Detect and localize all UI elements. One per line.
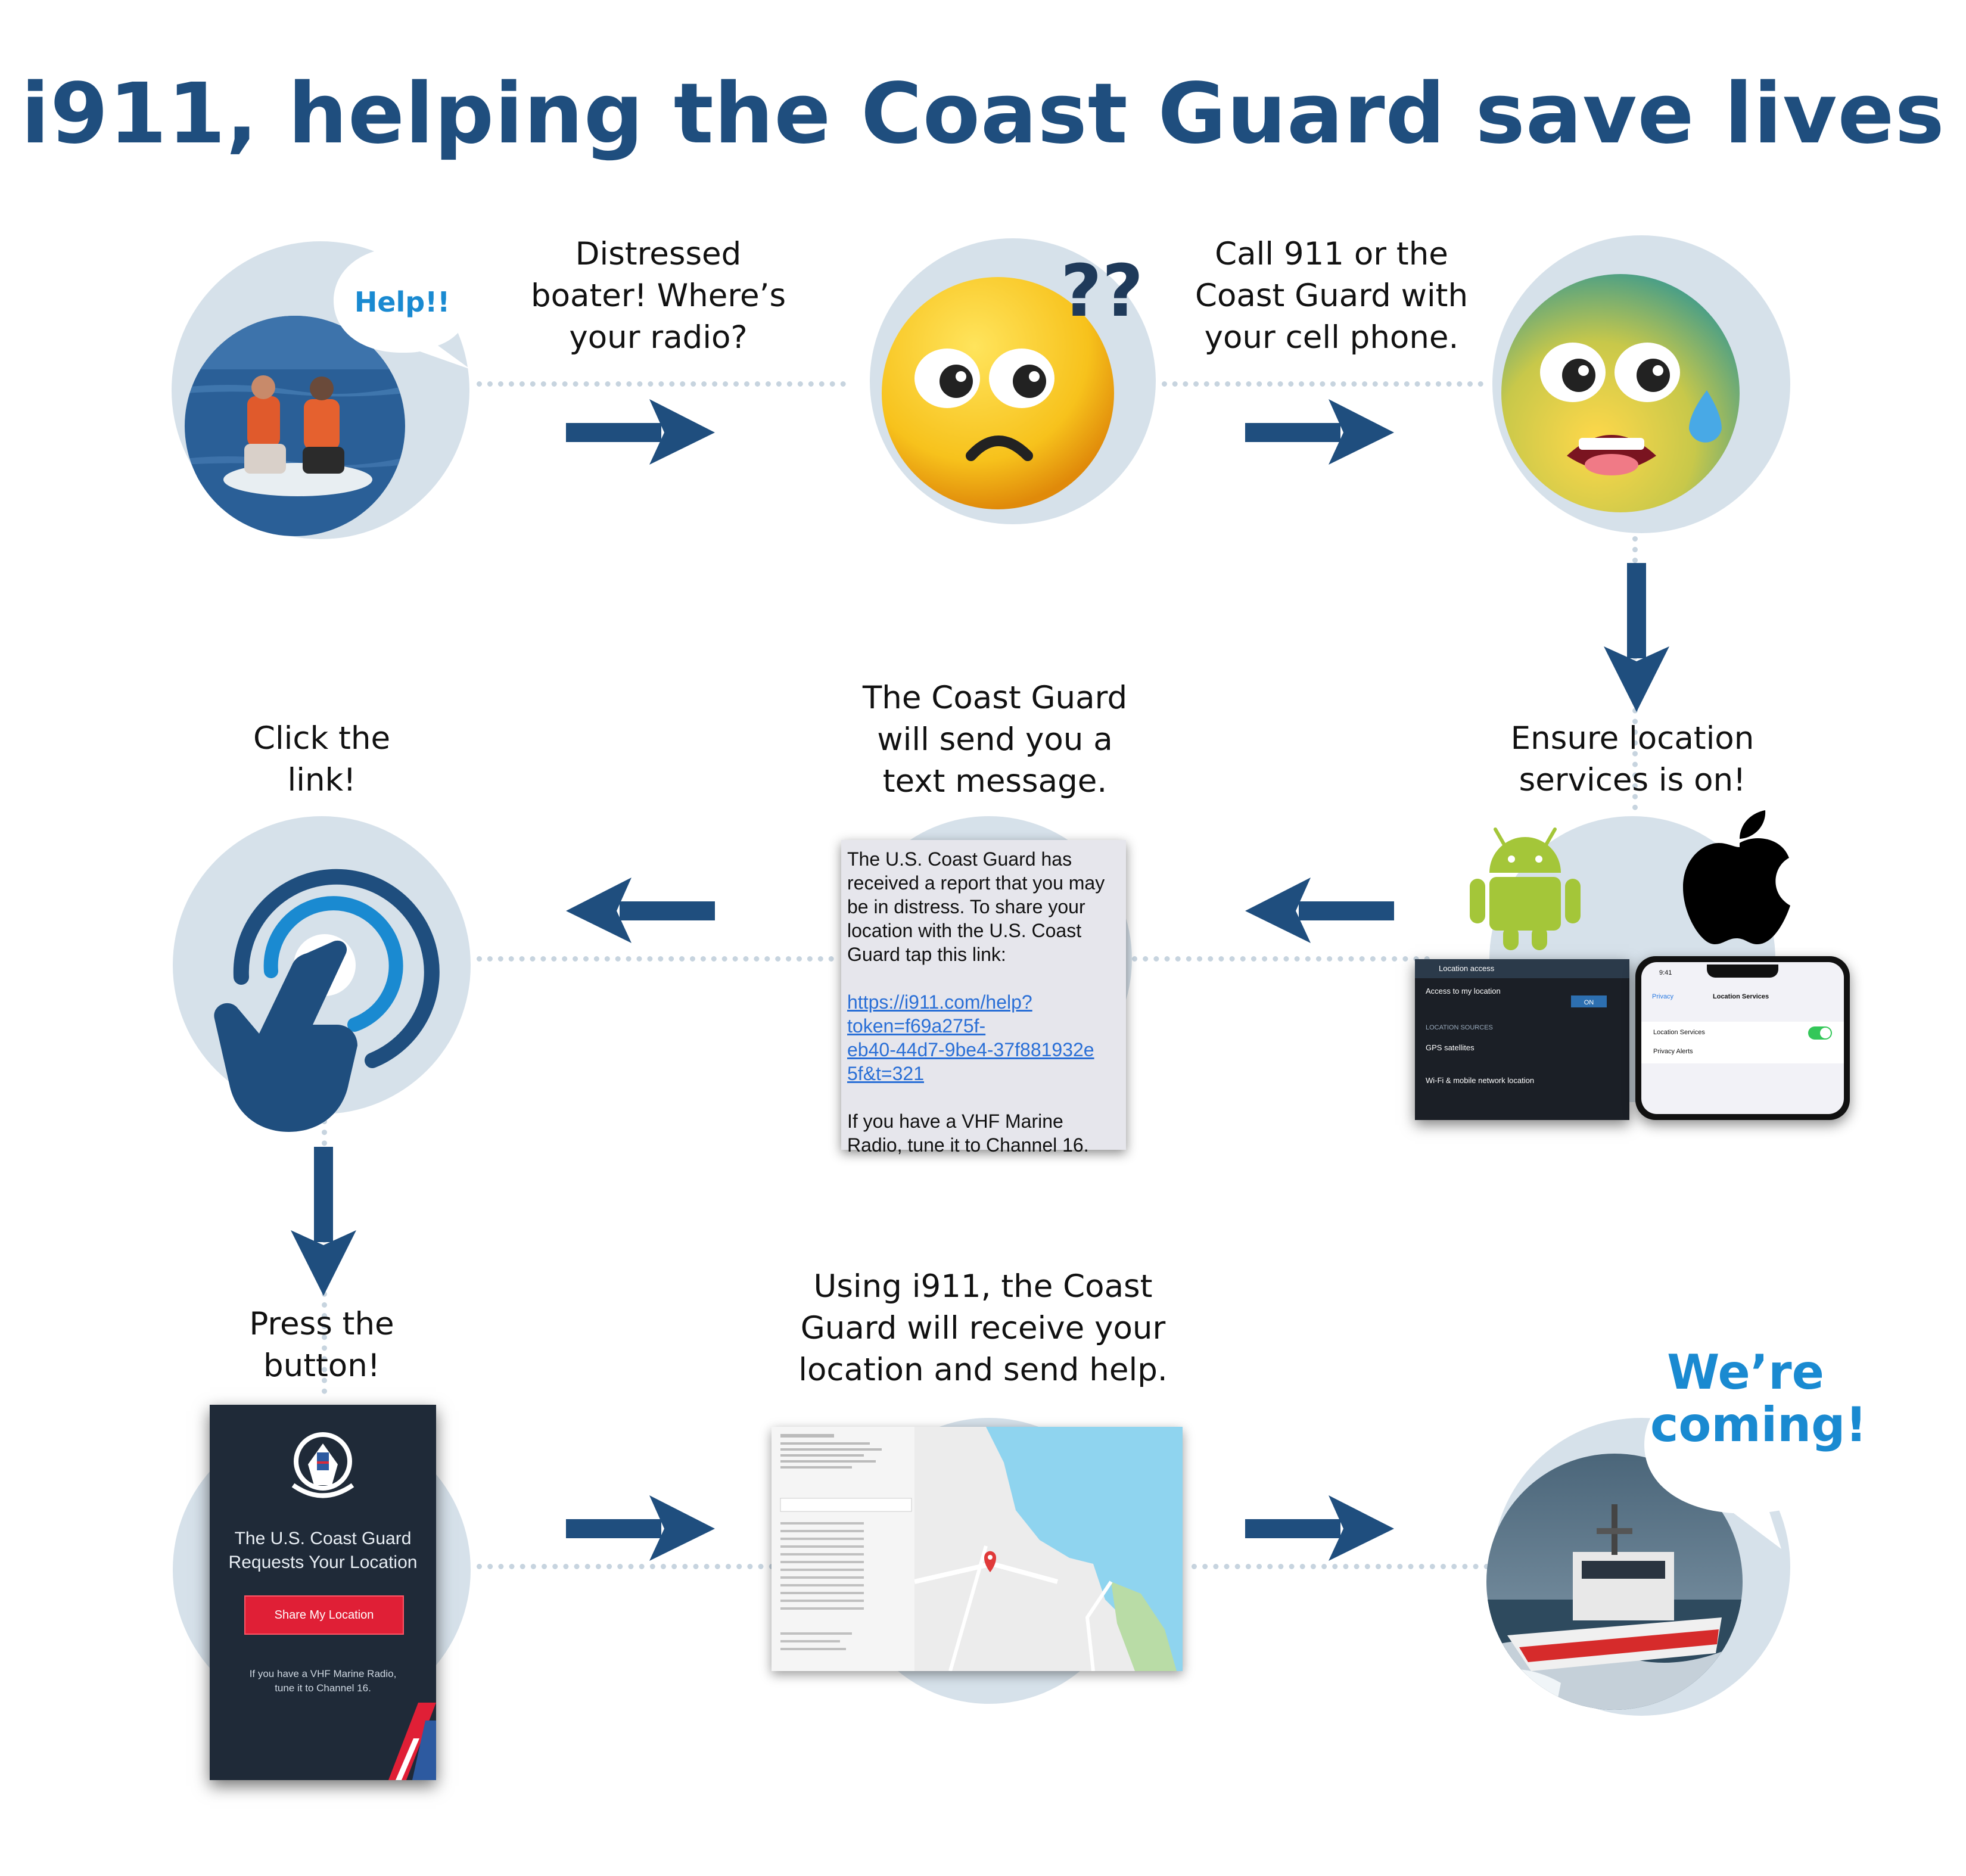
android-section-label: LOCATION SOURCES: [1426, 1024, 1493, 1031]
step-label-location-services: Ensure location services is on!: [1477, 718, 1787, 801]
coming-speech-bubble: [1644, 1370, 1847, 1549]
svg-text:??: ??: [1060, 250, 1143, 333]
android-location-screen: Location access Access to my location ON…: [1415, 959, 1629, 1120]
arrow-right-icon: [1245, 1495, 1394, 1561]
android-logo-icon: [1470, 827, 1581, 950]
app-footer-line: If you have a VHF Marine Radio,: [249, 1668, 397, 1679]
ios-row-location-services: Location Services: [1653, 1029, 1705, 1036]
i911-app-screen: The U.S. Coast Guard Requests Your Locat…: [210, 1405, 436, 1780]
page-title: i911, helping the Coast Guard save lives: [21, 66, 1945, 163]
tap-finger-icon: [214, 869, 440, 1132]
sms-help-link[interactable]: https://i911.com/help? token=f69a275f- e…: [847, 990, 1120, 1085]
ios-location-screen: 9:41 Privacy Location Services Location …: [1635, 956, 1850, 1120]
ios-time: 9:41: [1659, 969, 1672, 976]
label-line: your radio?: [569, 319, 748, 356]
sms-line: If you have a VHF Marine: [847, 1110, 1063, 1132]
label-line: Ensure location: [1510, 720, 1755, 757]
scared-emoji-icon: [1501, 274, 1740, 512]
connector-row2-b: [1132, 956, 1430, 962]
app-title-line: Requests Your Location: [228, 1553, 418, 1572]
coming-bubble-text: We’re coming!: [1650, 1345, 1867, 1452]
arrow-right-icon: [1245, 399, 1394, 465]
step-label-receive: Using i911, the Coast Guard will receive…: [780, 1266, 1186, 1391]
flag-stripe-decoration: [388, 1703, 436, 1780]
label-line: boater! Where’s: [530, 278, 786, 314]
label-line: Guard will receive your: [800, 1310, 1166, 1346]
arrow-left-icon: [1245, 878, 1394, 943]
label-line: Press the: [249, 1306, 394, 1342]
label-line: Call 911 or the: [1215, 236, 1448, 272]
sms-line: The U.S. Coast Guard has: [847, 848, 1072, 870]
label-line: location and send help.: [798, 1352, 1168, 1388]
sms-line: be in distress. To share your: [847, 896, 1085, 917]
sms-link-line[interactable]: 5f&t=321: [847, 1063, 924, 1084]
confused-emoji-icon: ??: [882, 250, 1143, 509]
bubble-line: coming!: [1650, 1397, 1867, 1452]
arrow-right-icon: [566, 399, 715, 465]
android-row-gps: GPS satellites: [1426, 1043, 1474, 1052]
label-line: Click the: [253, 720, 391, 757]
arrow-left-icon: [566, 878, 715, 943]
step-label-click: Click the link!: [203, 718, 441, 801]
label-line: text message.: [882, 763, 1108, 799]
arrow-right-icon: [566, 1495, 715, 1561]
connector-row2-a: [477, 956, 834, 962]
android-row-access: Access to my location: [1426, 987, 1501, 995]
app-title-line: The U.S. Coast Guard: [234, 1529, 412, 1548]
location-map: [772, 1427, 1183, 1671]
app-title: The U.S. Coast Guard Requests Your Locat…: [210, 1527, 436, 1575]
sms-line: Radio, tune it to Channel 16.: [847, 1134, 1089, 1156]
sms-line: location with the U.S. Coast: [847, 920, 1082, 941]
label-line: The Coast Guard: [862, 680, 1128, 716]
ios-header: Location Services: [1713, 993, 1769, 1000]
connector-row3-a: [477, 1564, 774, 1569]
bubble-line: We’re: [1667, 1345, 1824, 1400]
step-label-press: Press the button!: [203, 1303, 441, 1387]
label-line: your cell phone.: [1204, 319, 1459, 356]
label-line: Coast Guard with: [1194, 278, 1469, 314]
map-view: [914, 1427, 1183, 1671]
android-row-wifi: Wi-Fi & mobile network location: [1426, 1076, 1535, 1085]
label-line: will send you a: [877, 721, 1113, 758]
sms-line: Guard tap this link:: [847, 944, 1006, 965]
help-speech-bubble: [334, 247, 471, 369]
coast-guard-seal-icon: [291, 1432, 354, 1498]
arrow-down-icon: [291, 1147, 356, 1296]
sms-link-line[interactable]: eb40-44d7-9be4-37f881932e: [847, 1039, 1094, 1060]
connector-row3-b: [1192, 1564, 1489, 1569]
app-footer-line: tune it to Channel 16.: [275, 1682, 371, 1694]
label-line: Distressed: [575, 236, 742, 272]
ios-toggle[interactable]: [1808, 1026, 1832, 1040]
ios-row-privacy-alerts: Privacy Alerts: [1653, 1048, 1693, 1055]
boater-photo: [185, 316, 405, 536]
sms-link-line[interactable]: https://i911.com/help?: [847, 991, 1032, 1013]
ios-notch: [1707, 965, 1778, 978]
android-screen-header: Location access: [1439, 964, 1495, 973]
sms-message: The U.S. Coast Guard has received a repo…: [841, 840, 1126, 1156]
label-line: services is on!: [1519, 762, 1746, 798]
step-label-call: Call 911 or the Coast Guard with your ce…: [1165, 234, 1498, 359]
step-label-no-radio: Distressed boater! Where’s your radio?: [503, 234, 813, 359]
step-label-text-message: The Coast Guard will send you a text mes…: [834, 677, 1156, 802]
connector-row1-b: [1162, 381, 1483, 387]
sms-line: received a report that you may: [847, 872, 1105, 894]
app-footer: If you have a VHF Marine Radio, tune it …: [210, 1667, 436, 1695]
help-bubble-text: Help!!: [354, 286, 450, 318]
label-line: button!: [263, 1348, 381, 1384]
label-line: link!: [287, 762, 356, 798]
map-sidebar: [772, 1427, 915, 1671]
sms-link-line[interactable]: token=f69a275f-: [847, 1015, 986, 1037]
arrow-down-icon: [1604, 563, 1669, 712]
android-toggle-on[interactable]: ON: [1584, 999, 1594, 1006]
apple-logo-icon: [1683, 810, 1790, 944]
connector-row1-a: [477, 381, 846, 387]
ios-back-link[interactable]: Privacy: [1652, 993, 1674, 1000]
label-line: Using i911, the Coast: [813, 1268, 1153, 1305]
share-my-location-button[interactable]: Share My Location: [244, 1595, 404, 1635]
